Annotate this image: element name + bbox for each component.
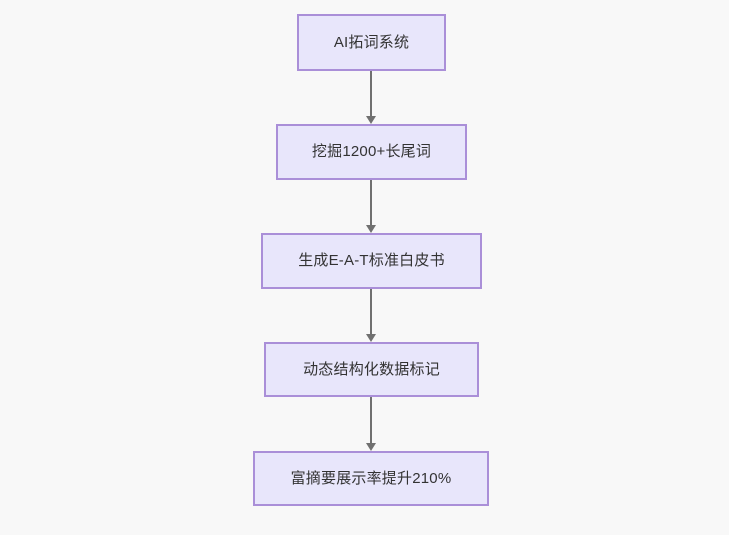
flow-node-longtail-mining[interactable]: 挖掘1200+长尾词 <box>276 124 467 180</box>
flow-arrowhead-1 <box>366 116 376 124</box>
flow-node-label: 生成E-A-T标准白皮书 <box>298 252 445 269</box>
flow-node-label: 动态结构化数据标记 <box>303 360 440 378</box>
flow-arrowhead-3 <box>366 334 376 342</box>
flow-node-rich-snippet-result[interactable]: 富摘要展示率提升210% <box>253 451 489 506</box>
flow-edge-1 <box>370 71 372 116</box>
flow-arrowhead-2 <box>366 225 376 233</box>
flow-node-eat-whitepaper[interactable]: 生成E-A-T标准白皮书 <box>261 233 482 289</box>
flow-node-label: 富摘要展示率提升210% <box>290 469 452 487</box>
flow-arrowhead-4 <box>366 443 376 451</box>
flow-node-label: 挖掘1200+长尾词 <box>311 143 432 160</box>
flow-edge-3 <box>370 289 372 334</box>
flow-node-label: AI拓词系统 <box>333 33 410 51</box>
flow-node-structured-data-markup[interactable]: 动态结构化数据标记 <box>264 342 479 397</box>
flow-edge-4 <box>370 397 372 443</box>
flow-node-ai-keyword-system[interactable]: AI拓词系统 <box>297 14 446 71</box>
flow-edge-2 <box>370 180 372 225</box>
